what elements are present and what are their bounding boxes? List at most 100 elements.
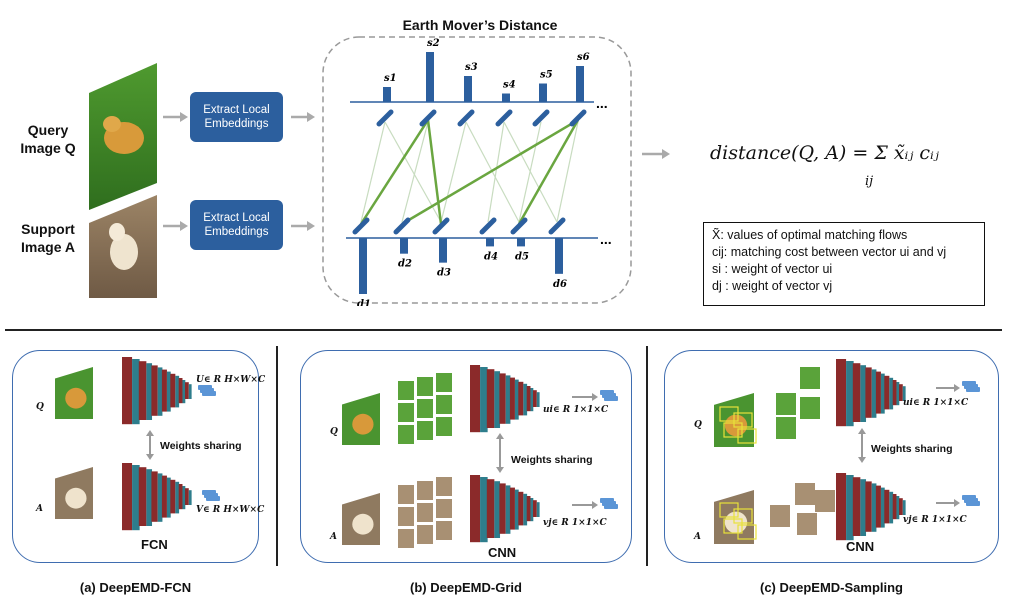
emd-container — [322, 36, 632, 304]
sampling-v-dim: vj∈ R 1×1×C — [903, 515, 967, 525]
sampling-q-label: Q — [694, 420, 702, 430]
fcn-network-bottom-layer-side-5 — [182, 486, 186, 510]
fcn-network-top-layer-0 — [122, 357, 133, 425]
sampling-support-crop-1 — [795, 483, 815, 505]
d-bar-1 — [359, 238, 367, 294]
sampling-support-crop-2 — [797, 513, 817, 535]
extract-label-line1: Extract Local — [203, 212, 270, 224]
d-label-5: d5 — [515, 251, 529, 262]
fcn-net-label: FCN — [141, 537, 168, 552]
sampling-support-box-0 — [719, 502, 739, 518]
fcn-network-top-layer-side-3 — [166, 371, 171, 412]
fcn-network-top-layer-side-6 — [188, 384, 192, 399]
distance-formula-text: distance(Q, A) = Σ x̃ᵢⱼ cᵢⱼ — [710, 142, 939, 164]
grid-embedding-bottom — [600, 498, 618, 509]
fcn-network-bottom-layer-3 — [161, 475, 167, 518]
sampling-network-top-layer-side-4 — [889, 377, 894, 410]
legend-box: X̃: values of optimal matching flows cij… — [703, 222, 985, 306]
sampling-query-box-0 — [719, 406, 739, 422]
d-ellipsis: ... — [600, 231, 612, 247]
sampling-network-top-layer-0 — [836, 359, 847, 427]
d-label-2: d2 — [398, 259, 412, 270]
grid-network-top-layer-0 — [470, 365, 481, 433]
sampling-network-top-layer-3 — [875, 371, 881, 414]
grid-u-dim: ui∈ R 1×1×C — [543, 405, 609, 415]
grid-v-dim: vj∈ R 1×1×C — [543, 518, 607, 528]
fcn-weights-arrow-head-up — [146, 430, 154, 436]
sampling-network-top-layer-side-5 — [896, 382, 900, 406]
top-images — [89, 63, 157, 298]
fcn-network-top-layer-3 — [161, 369, 167, 412]
legend-line-cost: cij: matching cost between vector ui and… — [712, 245, 947, 259]
s-ellipsis: ... — [596, 95, 608, 111]
sampling-network-top-layer-side-6 — [902, 386, 906, 401]
d-label-6: d6 — [553, 279, 567, 290]
sampling-embedding-top-vec-2 — [966, 387, 980, 392]
sampling-network-bottom-layer-side-1 — [860, 479, 867, 536]
fcn-network-top-layer-4 — [170, 373, 176, 408]
d-label-1: d1 — [357, 299, 371, 306]
fcn-query-image-dog — [65, 387, 87, 409]
sampling-network-bottom-layer-side-4 — [889, 491, 894, 524]
grid-network-bottom-layer-1 — [486, 479, 495, 538]
sampling-weights-arrow-head-down — [858, 457, 866, 463]
grid-arrow-top-head — [592, 393, 598, 401]
sampling-support-crop-0 — [770, 505, 790, 527]
s-embedding-4 — [495, 109, 513, 127]
grid-network-bottom-layer-2 — [499, 483, 506, 534]
support-image — [89, 195, 157, 298]
faint-flow-1 — [401, 121, 429, 223]
grid-network-top-layer-5 — [526, 386, 531, 412]
fcn-network-top-layer-2 — [151, 365, 158, 416]
grid-query-patch-5 — [436, 395, 452, 414]
s-label-3: s3 — [465, 62, 478, 73]
fcn-network-top — [122, 357, 192, 425]
d-bar-5 — [517, 238, 525, 247]
sampling-arrow-bottom-head — [954, 499, 960, 507]
grid-network-bottom-layer-side-5 — [530, 498, 534, 522]
d-bar-6 — [555, 238, 563, 274]
grid-arrow-top — [572, 393, 598, 401]
fcn-u-dim: U∈ R H×W×C — [196, 375, 266, 385]
emd-title: Earth Mover’s Distance — [402, 17, 558, 33]
grid-support-patch-2 — [436, 477, 452, 496]
sampling-network-bottom-layer-side-0 — [846, 475, 854, 541]
sampling-support-crop-3 — [815, 490, 835, 512]
extract-label-line2: Embeddings — [204, 118, 269, 130]
grid-query-image-dog — [352, 413, 374, 435]
sampling-network-bottom-layer-5 — [892, 494, 897, 520]
fcn-network-top-layer-side-5 — [182, 380, 186, 404]
fcn-network-bottom-layer-2 — [151, 471, 158, 522]
sampling-embedding-top — [962, 381, 980, 392]
grid-network-bottom-layer-3 — [509, 487, 515, 530]
fcn-network-bottom-layer-1 — [138, 467, 147, 526]
fcn-network-top-layer-side-0 — [132, 359, 140, 425]
sampling-query-box-3 — [737, 428, 757, 444]
fcn-support-image — [55, 467, 93, 519]
sampling-arrow-top — [936, 384, 960, 392]
grid-network-top-layer-side-2 — [505, 375, 511, 424]
grid-query-patch-8 — [436, 417, 452, 436]
grid-support-patch-5 — [436, 499, 452, 518]
formula-subscript: ij — [865, 174, 874, 189]
panel-divider-2 — [646, 346, 648, 566]
fcn-network-bottom-layer-side-1 — [146, 469, 153, 526]
grid-support-patch-1 — [417, 481, 433, 500]
grid-query-patch-6 — [398, 425, 414, 444]
fcn-network-top-layer-side-2 — [157, 367, 163, 416]
grid-network-top-layer-6 — [533, 390, 537, 407]
grid-query-patch-1 — [417, 377, 433, 396]
s-label-2: s2 — [427, 38, 440, 49]
grid-network-top-layer-3 — [509, 377, 515, 420]
sampling-support-box-2 — [723, 518, 743, 534]
s-bar-2 — [426, 52, 434, 102]
fcn-embedding-bottom — [202, 490, 220, 501]
grid-network-top-layer-side-0 — [480, 367, 488, 433]
grid-network-top-layer-side-3 — [514, 379, 519, 420]
grid-support-patch-4 — [417, 503, 433, 522]
grid-embedding-bottom-vec-2 — [604, 504, 618, 509]
grid-support-patch-3 — [398, 507, 414, 526]
caption-sampling: (c) DeepEMD-Sampling — [759, 580, 903, 595]
optimal-flow-2 — [401, 118, 579, 226]
grid-network-bottom-layer-side-1 — [494, 481, 501, 538]
